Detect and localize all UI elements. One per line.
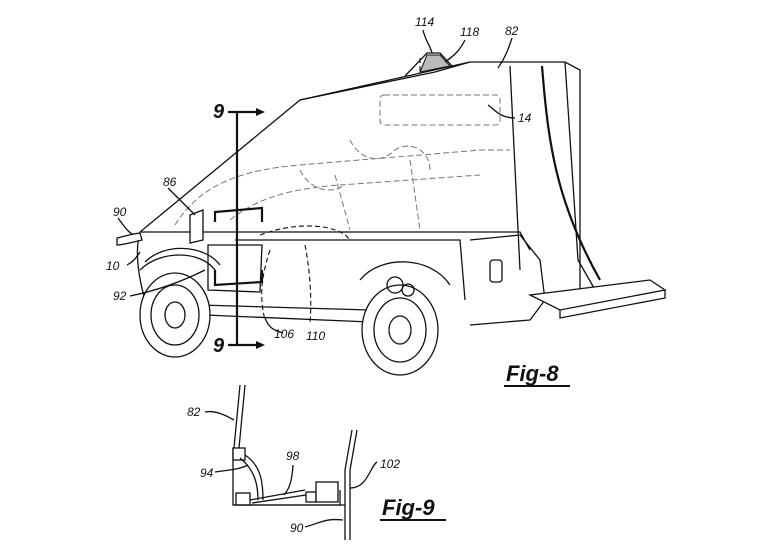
label-110: 110 xyxy=(306,329,325,343)
interior-dashed-106 xyxy=(261,249,271,321)
side-panel xyxy=(235,239,466,301)
vehicle-rocker xyxy=(199,304,381,321)
tent-front-edge xyxy=(299,61,471,101)
vehicle-seat2-dashed xyxy=(299,169,346,191)
label-102: 102 xyxy=(380,457,400,471)
tent-wall-82 xyxy=(233,384,246,449)
leader-106 xyxy=(264,317,284,334)
section-arrowhead-bot xyxy=(256,341,265,349)
leader-98 xyxy=(283,464,294,496)
strap-94 xyxy=(239,454,264,501)
vehicle-rocker2 xyxy=(204,314,371,323)
anchor-block-bottom xyxy=(235,492,251,506)
caption-fig8: Fig-8 xyxy=(506,361,559,386)
section-arrowhead-top xyxy=(256,108,265,116)
leader-90-fig9 xyxy=(304,518,344,528)
tent-window xyxy=(379,94,501,126)
rear-step-front xyxy=(559,290,666,319)
leader-94 xyxy=(214,464,249,473)
tent-back-curve xyxy=(540,65,601,281)
leader-86 xyxy=(167,187,196,216)
tail-light xyxy=(489,259,503,283)
label-90-fig9: 90 xyxy=(290,521,304,535)
label-82: 82 xyxy=(505,24,519,38)
label-9-bottom: 9 xyxy=(213,335,225,357)
roof-vent-mesh xyxy=(419,54,451,73)
panel-98 xyxy=(249,489,307,504)
vehicle-rear-body xyxy=(469,234,546,326)
front-wheel xyxy=(139,247,221,358)
roof-vent xyxy=(404,52,453,77)
tent-corner-line xyxy=(509,65,521,271)
fig8-drawing xyxy=(116,29,667,376)
label-10: 10 xyxy=(106,259,120,273)
label-114: 114 xyxy=(415,15,434,29)
vehicle-window-dashed xyxy=(229,174,481,221)
vehicle-roof-dashed xyxy=(174,149,510,226)
caption-fig9: Fig-9 xyxy=(382,495,435,520)
label-118: 118 xyxy=(460,25,479,39)
leader-82 xyxy=(497,37,513,69)
label-98: 98 xyxy=(286,449,300,463)
rear-wheel xyxy=(359,261,451,376)
leader-14 xyxy=(487,104,516,119)
leader-114 xyxy=(422,29,433,54)
section-bracket xyxy=(213,206,264,287)
leader-92 xyxy=(129,269,206,297)
tent-back-line xyxy=(564,61,599,296)
fig9-drawing xyxy=(204,384,378,540)
cable-90 xyxy=(116,232,143,246)
label-82-fig9: 82 xyxy=(187,405,201,419)
label-106: 106 xyxy=(274,327,294,341)
side-mirror xyxy=(189,209,204,244)
vehicle-pillar-dashed xyxy=(334,174,351,231)
leader-118 xyxy=(444,39,466,63)
rear-step-platform xyxy=(527,279,667,311)
leader-10 xyxy=(126,251,141,266)
label-86: 86 xyxy=(163,175,177,189)
label-94: 94 xyxy=(200,466,214,480)
leader-82-fig9 xyxy=(204,410,235,421)
anchor-block-mid xyxy=(305,491,317,503)
label-90: 90 xyxy=(113,205,127,219)
anchor-block-top xyxy=(232,447,246,461)
tent-enclosure xyxy=(139,61,581,300)
leader-102 xyxy=(349,461,378,489)
vehicle-seat-dashed xyxy=(349,139,431,171)
interior-dashed-110 xyxy=(304,244,312,323)
label-9-top: 9 xyxy=(213,101,225,123)
door-opening xyxy=(207,244,263,293)
interior-dashed xyxy=(259,225,351,241)
panel-102 xyxy=(344,429,358,540)
anchor-block-right xyxy=(315,481,339,503)
vehicle-pillar2-dashed xyxy=(409,159,421,231)
label-14: 14 xyxy=(518,111,532,125)
label-92: 92 xyxy=(113,289,127,303)
